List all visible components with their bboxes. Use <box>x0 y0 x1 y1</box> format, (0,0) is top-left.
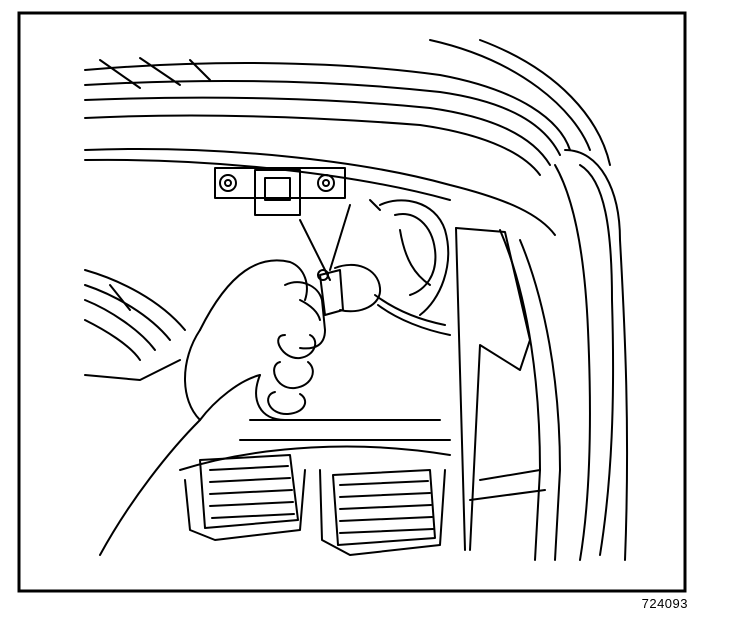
rear-lower-panel <box>179 419 451 556</box>
lamp-mounting-bracket <box>214 167 346 216</box>
left-grille <box>199 454 299 529</box>
figure-border <box>17 11 687 593</box>
bulb <box>317 263 382 316</box>
figure-number: 724093 <box>641 596 688 611</box>
trunk-trim-left <box>84 269 186 381</box>
quarter-panel <box>455 149 629 561</box>
right-grille <box>332 469 436 546</box>
hand <box>99 259 326 556</box>
lamp-socket-housing <box>299 199 451 336</box>
